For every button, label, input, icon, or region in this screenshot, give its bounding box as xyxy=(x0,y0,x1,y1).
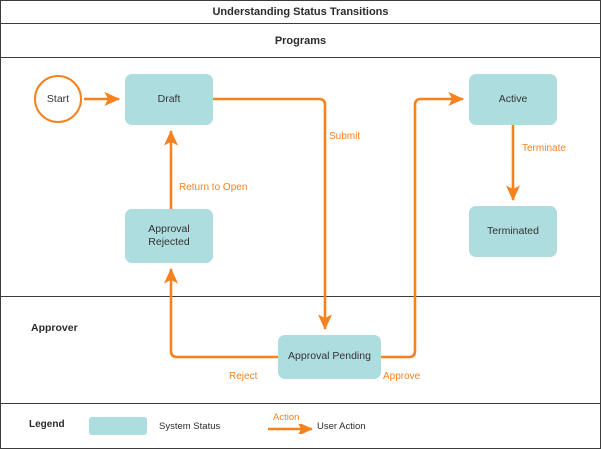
node-approval-rejected-label-line2: Rejected xyxy=(148,236,190,248)
edge-label-reject: Reject xyxy=(229,371,258,382)
node-approval-pending-label: Approval Pending xyxy=(288,350,371,363)
edge-label-return-to-open: Return to Open xyxy=(179,182,248,193)
legend-action-label: Action xyxy=(273,412,300,423)
node-active-label: Active xyxy=(498,92,528,105)
legend: Legend System Status Action User Action xyxy=(1,404,600,448)
page-title: Understanding Status Transitions xyxy=(1,1,600,24)
legend-title: Legend xyxy=(29,419,65,430)
lane-header-programs: Programs xyxy=(1,24,600,58)
lane-header-programs-text: Programs xyxy=(274,34,327,47)
node-terminated-label: Terminated xyxy=(487,224,539,237)
edge-label-approve: Approve xyxy=(383,371,421,382)
node-approval-rejected-label-line1: Approval xyxy=(148,222,190,235)
node-active[interactable]: Active xyxy=(469,74,557,125)
node-approval-rejected[interactable]: Approval Rejected xyxy=(125,209,213,263)
node-start-label: Start xyxy=(46,93,70,105)
node-start[interactable]: Start xyxy=(34,75,82,123)
node-approval-pending[interactable]: Approval Pending xyxy=(278,335,381,379)
node-draft-label: Draft xyxy=(157,92,181,105)
page-title-text: Understanding Status Transitions xyxy=(212,6,389,18)
node-terminated[interactable]: Terminated xyxy=(469,206,557,257)
edge-label-terminate: Terminate xyxy=(522,143,566,154)
node-draft[interactable]: Draft xyxy=(125,74,213,125)
legend-system-status-swatch xyxy=(89,417,147,435)
legend-system-status-label: System Status xyxy=(159,421,221,432)
legend-arrow-icon xyxy=(268,424,314,434)
legend-user-action-label: User Action xyxy=(317,421,366,432)
swimlane-approver-label: Approver xyxy=(31,322,78,334)
edge-label-submit: Submit xyxy=(329,131,361,142)
swimlane-approver: Approver xyxy=(1,297,600,404)
